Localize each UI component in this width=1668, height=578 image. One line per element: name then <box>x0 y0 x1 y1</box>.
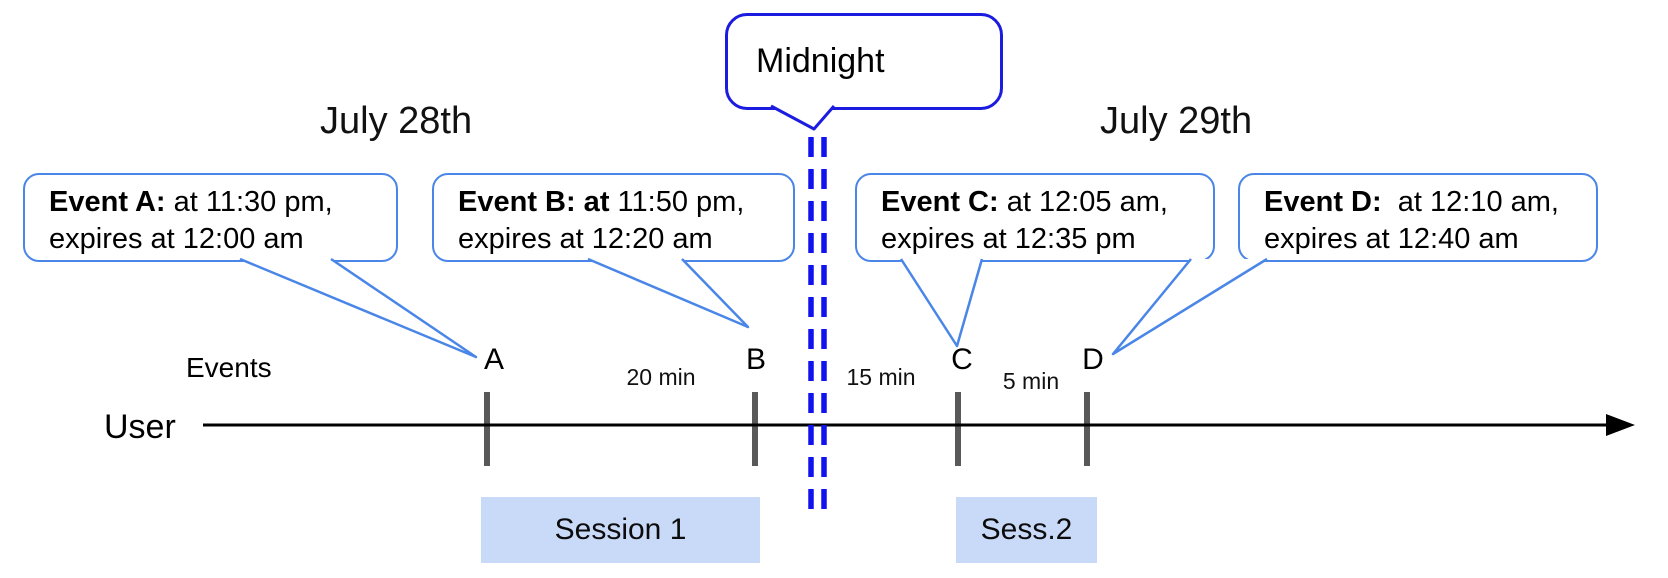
user-row-label: User <box>104 408 176 446</box>
event-b-line2: expires at 12:20 am <box>458 223 713 255</box>
event-a-time: at 11:30 pm, <box>165 186 333 218</box>
callout-tail-c <box>899 258 984 348</box>
session-2-box: Sess.2 <box>956 497 1097 563</box>
interval-label-5min: 5 min <box>1002 368 1060 394</box>
event-callout-c: Event C: at 12:05 am, expires at 12:35 p… <box>855 173 1215 262</box>
tick-label-d: D <box>1082 343 1104 376</box>
timeline-arrowhead <box>1606 414 1635 436</box>
interval-label-15min: 15 min <box>846 364 916 390</box>
event-d-name: Event D: <box>1264 186 1382 218</box>
interval-label-20min: 20 min <box>626 364 696 390</box>
event-c-name: Event C: <box>881 186 999 218</box>
session-1-box: Session 1 <box>481 497 760 563</box>
callout-tail-a <box>239 257 478 359</box>
date-label-july-29: July 29th <box>1100 100 1253 142</box>
event-c-line2: expires at 12:35 pm <box>881 223 1136 255</box>
date-label-july-28: July 28th <box>320 100 473 142</box>
callout-tail-b <box>587 257 750 329</box>
tick-label-b: B <box>745 343 766 376</box>
midnight-label: Midnight <box>756 42 885 80</box>
tick-label-c: C <box>951 343 973 376</box>
tick-label-a: A <box>483 343 504 376</box>
event-callout-d: Event D: at 12:10 am, expires at 12:40 a… <box>1238 173 1598 262</box>
event-c-line1: Event C: at 12:05 am, <box>881 184 1213 221</box>
event-a-line1: Event A: at 11:30 pm, <box>49 184 396 221</box>
session-2-label: Sess.2 <box>980 513 1073 546</box>
event-callout-b: Event B: at 11:50 pm, expires at 12:20 a… <box>432 173 795 262</box>
event-d-line2: expires at 12:40 am <box>1264 223 1519 255</box>
event-b-name: Event B: at <box>458 186 610 218</box>
events-axis-label: Events <box>186 352 272 383</box>
callout-tail-d <box>1111 257 1268 356</box>
event-b-time: 11:50 pm, <box>609 186 745 218</box>
event-c-time: at 12:05 am, <box>998 186 1168 218</box>
event-callout-a: Event A: at 11:30 pm, expires at 12:00 a… <box>23 173 398 262</box>
session-1-label: Session 1 <box>554 513 687 546</box>
event-d-line1: Event D: at 12:10 am, <box>1264 184 1596 221</box>
event-d-time: at 12:10 am, <box>1381 186 1559 218</box>
midnight-callout: Midnight <box>725 13 1003 110</box>
event-a-line2: expires at 12:00 am <box>49 223 304 255</box>
event-a-name: Event A: <box>49 186 166 218</box>
event-b-line1: Event B: at 11:50 pm, <box>458 184 793 221</box>
